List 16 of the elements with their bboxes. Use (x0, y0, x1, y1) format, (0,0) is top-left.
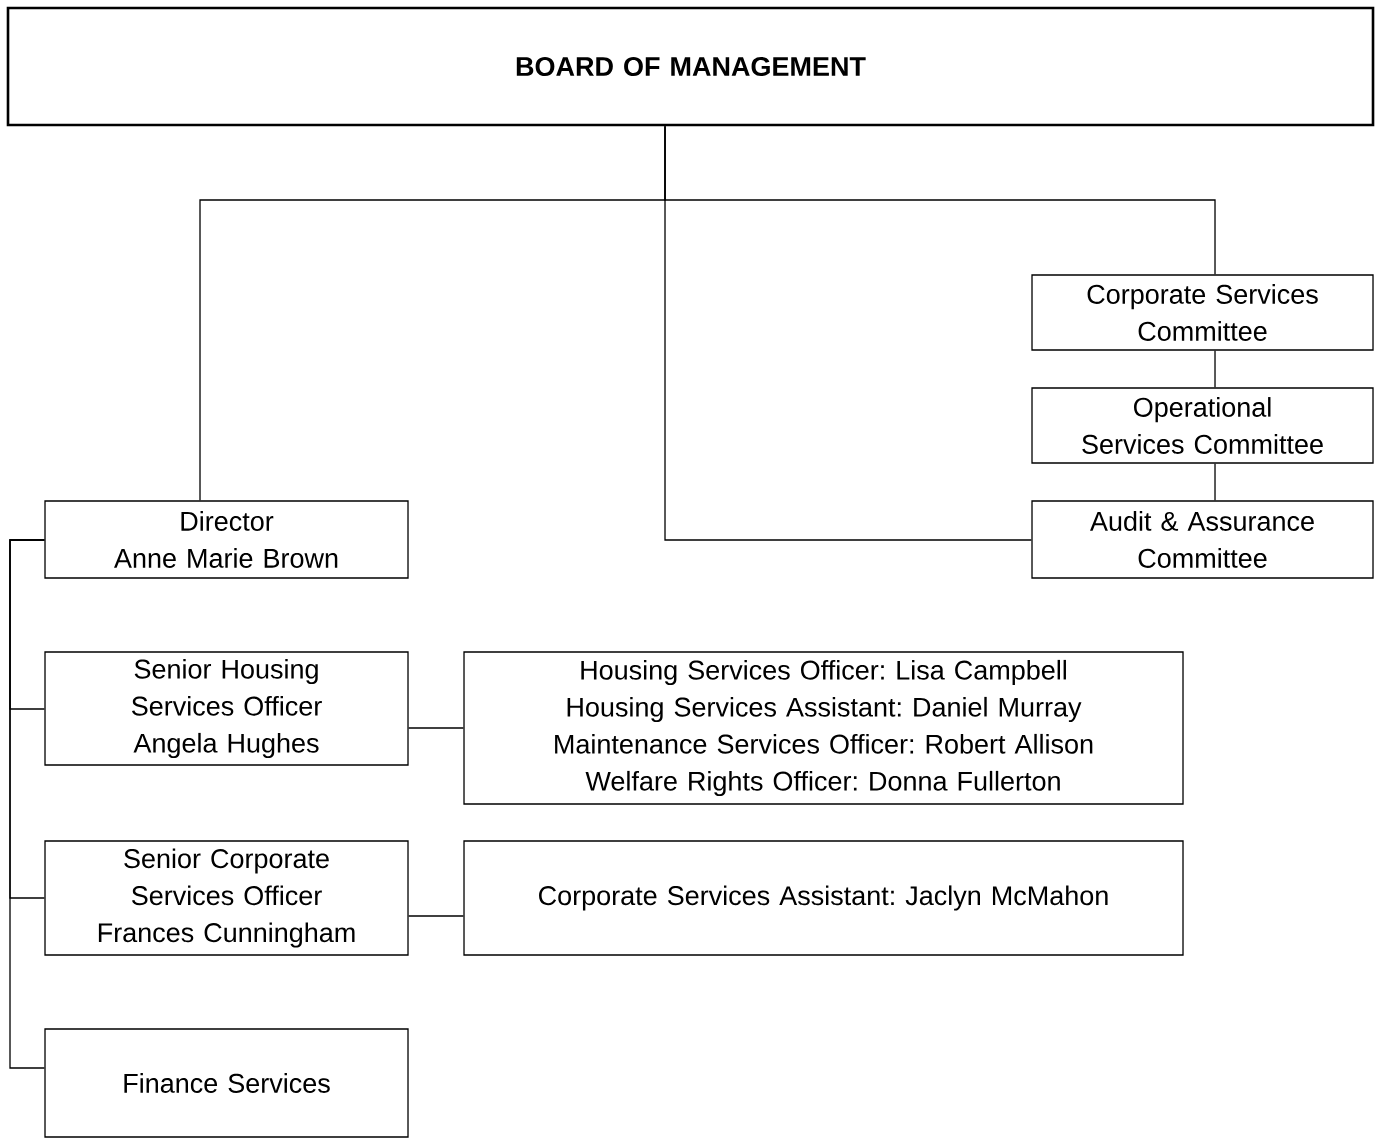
committee-box: Operational Services Committee (1031, 387, 1374, 464)
connector-line (408, 915, 464, 917)
connector-line (664, 125, 1032, 541)
connector-line (9, 539, 45, 1069)
role-box: Director Anne Marie Brown (44, 500, 409, 579)
role-box: Senior Corporate Services Officer Frances Cunningham (44, 840, 409, 956)
team-box: Housing Services Officer: Lisa Campbell Housing Services Assistant: Daniel Murray Maintenance Services Officer: Robert Allison Welfare Rights Officer: Donna Fullerton (463, 651, 1184, 805)
committee-box: Audit & Assurance Committee (1031, 500, 1374, 579)
role-box: Senior Housing Services Officer Angela Hughes (44, 651, 409, 766)
connector-line (1214, 350, 1216, 388)
board-box: BOARD OF MANAGEMENT (6, 6, 1375, 127)
team-box: Corporate Services Assistant: Jaclyn McMahon (463, 840, 1184, 956)
committee-box: Corporate Services Committee (1031, 274, 1374, 351)
connector-line (1214, 463, 1216, 501)
connector-line (408, 727, 464, 729)
role-box: Finance Services (44, 1028, 409, 1138)
